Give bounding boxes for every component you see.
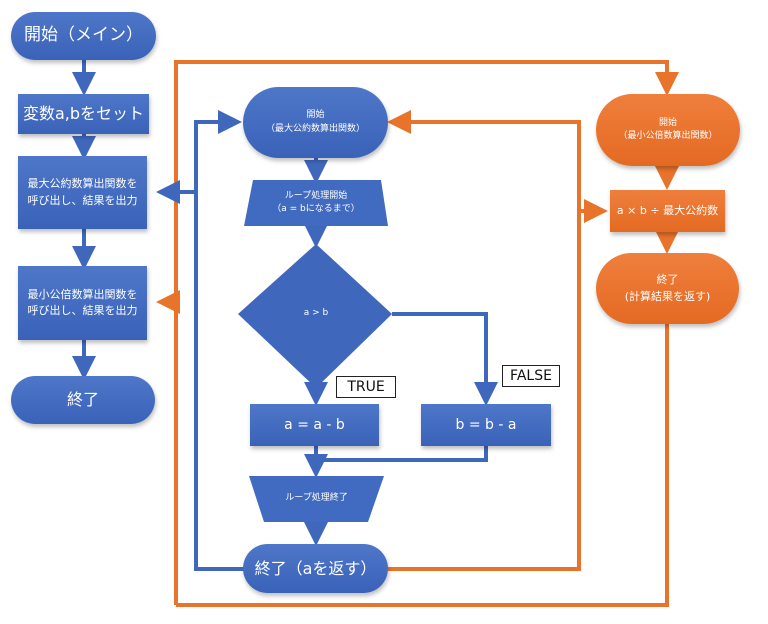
merge-branches bbox=[314, 446, 488, 462]
main-end-label: 終了 bbox=[66, 390, 99, 409]
orange-loop-main-to-lcm bbox=[174, 60, 679, 605]
loop-start-node: ループ処理開始 （a = bになるまで） bbox=[244, 180, 388, 226]
lcm-compute-node: a × b ÷ 最大公約数 bbox=[610, 190, 725, 232]
call-gcd-line-1: 最大公約数算出関数を bbox=[27, 177, 138, 190]
set-vars-node: 変数a,bをセット bbox=[18, 94, 149, 134]
lcm-compute-label: a × b ÷ 最大公約数 bbox=[616, 203, 719, 217]
false-label-text: FALSE bbox=[510, 368, 552, 384]
blue-loop-gcd-end-to-main bbox=[194, 110, 244, 571]
loop-start-shape bbox=[244, 180, 388, 226]
lcm-end-line-1: 終了 bbox=[656, 273, 679, 286]
call-gcd-node: 最大公約数算出関数を 呼び出し、結果を出力 bbox=[18, 156, 147, 229]
call-lcm-node: 最小公倍数算出関数を 呼び出し、結果を出力 bbox=[18, 266, 147, 340]
true-branch-node: a = a - b bbox=[250, 404, 379, 446]
lcm-start-node: 開始 （最小公倍数算出関数） bbox=[596, 94, 740, 166]
orange-gcd-end-to-lcm bbox=[387, 110, 581, 571]
loop-end-label: ループ処理終了 bbox=[285, 493, 348, 504]
set-vars-label: 変数a,bをセット bbox=[22, 104, 145, 123]
loop-start-line-2: （a = bになるまで） bbox=[272, 204, 360, 214]
gcd-start-line-2: （最大公約数算出関数） bbox=[265, 123, 365, 134]
gcd-start-node: 開始 （最大公約数算出関数） bbox=[243, 87, 388, 158]
call-lcm-line-1: 最小公倍数算出関数を bbox=[27, 287, 138, 301]
true-label: TRUE bbox=[336, 376, 396, 398]
lcm-start-line-1: 開始 bbox=[658, 117, 677, 128]
loop-start-line-1: ループ処理開始 bbox=[284, 190, 348, 201]
lcm-start-line-2: （最小公倍数算出関数） bbox=[618, 131, 718, 141]
gcd-end-node: 終了（aを返す） bbox=[243, 544, 388, 593]
loop-end-shape bbox=[249, 476, 384, 522]
false-branch-label: b = b - a bbox=[455, 416, 517, 433]
loop-end-node: ループ処理終了 bbox=[249, 476, 384, 522]
lcm-end-node: 終了 (計算結果を返す) bbox=[596, 253, 739, 324]
lcm-end-line-2: (計算結果を返す) bbox=[624, 289, 711, 303]
condition-label: a > b bbox=[303, 308, 329, 319]
true-label-text: TRUE bbox=[347, 379, 385, 395]
condition-node: a > b bbox=[270, 300, 362, 328]
gcd-start-line-1: 開始 bbox=[306, 110, 325, 120]
false-branch-node: b = b - a bbox=[421, 404, 551, 446]
call-lcm-line-2: 呼び出し、結果を出力 bbox=[27, 304, 138, 317]
false-label: FALSE bbox=[502, 365, 560, 387]
orange-loop-lcm-end-to-main bbox=[176, 322, 669, 607]
arrow-condition-false bbox=[392, 312, 498, 406]
condition-diamond bbox=[238, 244, 392, 388]
call-gcd-line-2: 呼び出し、結果を出力 bbox=[27, 193, 138, 207]
main-start-node: 開始（メイン） bbox=[11, 12, 156, 60]
gcd-end-label: 終了（aを返す） bbox=[254, 558, 377, 578]
true-branch-label: a = a - b bbox=[284, 416, 345, 433]
main-end-node: 終了 bbox=[11, 376, 155, 424]
main-start-label: 開始（メイン） bbox=[24, 25, 143, 46]
